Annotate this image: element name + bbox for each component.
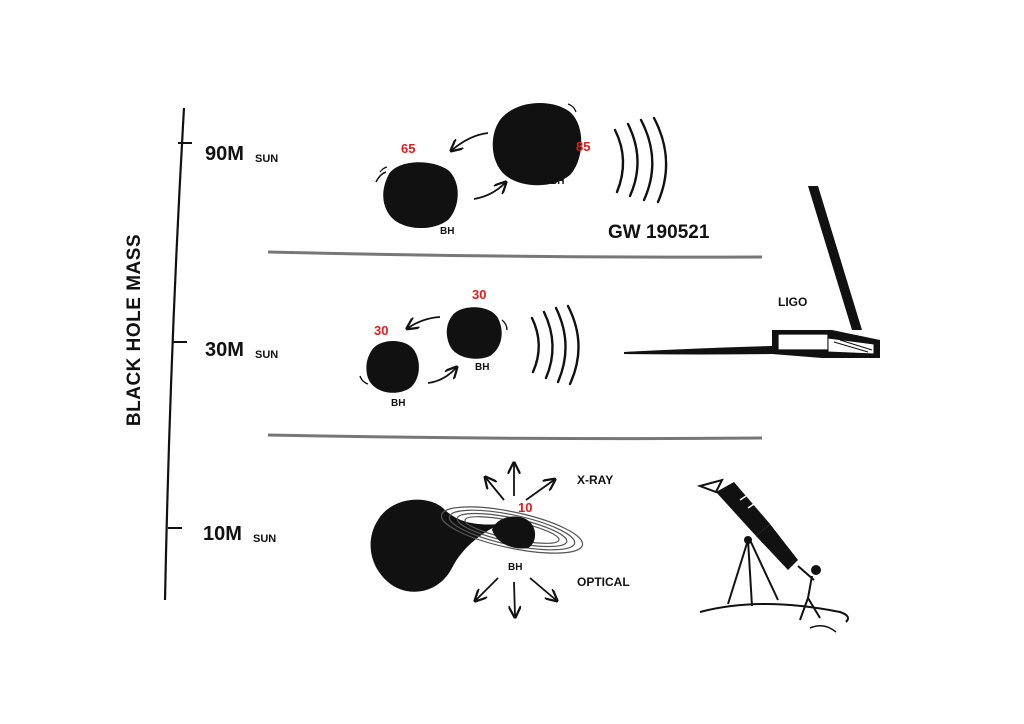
bh-label-30-right: BH	[475, 362, 489, 373]
xray-label: X-RAY	[577, 473, 613, 487]
emission-arrows	[476, 464, 556, 616]
axis-title: BLACK HOLE MASS	[124, 234, 145, 426]
svg-text:10M: 10M	[203, 523, 242, 545]
mass-label-65: 65	[401, 141, 415, 156]
divider-top	[267, 250, 763, 259]
orbit-arrow-upper	[452, 132, 489, 150]
svg-text:SUN: SUN	[253, 533, 276, 545]
ligo-detector-illustration: LIGO	[624, 186, 880, 358]
svg-text:SUN: SUN	[255, 153, 278, 165]
orbit-arrow-lower	[473, 183, 505, 200]
mass-axis	[163, 107, 192, 601]
svg-text:30M: 30M	[205, 339, 244, 361]
tick-label-90: 90M SUN	[205, 143, 278, 165]
mass-label-30-right: 30	[472, 287, 486, 302]
tick-label-30: 30M SUN	[205, 339, 278, 361]
mass-label-85: 85	[576, 139, 590, 154]
black-hole-85	[492, 102, 582, 186]
bh-label-85: BH	[550, 176, 564, 187]
event-30-merger: 30 30 BH BH	[359, 287, 580, 409]
svg-text:SUN: SUN	[255, 349, 278, 361]
orbit-arrow-30-lower	[427, 368, 456, 384]
event-name-gw190521: GW 190521	[608, 222, 710, 243]
mass-label-30-left: 30	[374, 323, 388, 338]
tick-label-10: 10M SUN	[203, 523, 276, 545]
accretion-disk	[440, 506, 584, 554]
gravitational-wave-30	[530, 304, 580, 386]
black-hole-30-right	[446, 307, 502, 359]
ligo-label: LIGO	[778, 295, 807, 309]
telescope-observer-illustration	[696, 478, 849, 633]
companion-star	[370, 499, 500, 592]
orbit-arrow-30-upper	[408, 316, 441, 328]
bh-label-30-left: BH	[391, 398, 405, 409]
divider-bottom	[267, 433, 763, 441]
svg-text:90M: 90M	[205, 143, 244, 165]
gravitational-wave-90	[613, 116, 668, 204]
optical-label: OPTICAL	[577, 575, 630, 589]
mass-label-10: 10	[518, 500, 532, 515]
event-90-merger: 65 85 BH BH GW 190521	[375, 102, 710, 243]
black-hole-65	[383, 162, 458, 229]
event-10-xray-binary: 10 BH X-RAY OPTICAL	[370, 464, 630, 616]
bh-label-10: BH	[508, 562, 522, 573]
bh-label-65: BH	[440, 226, 454, 237]
black-hole-30-left	[366, 341, 419, 393]
black-hole-10	[492, 516, 536, 549]
